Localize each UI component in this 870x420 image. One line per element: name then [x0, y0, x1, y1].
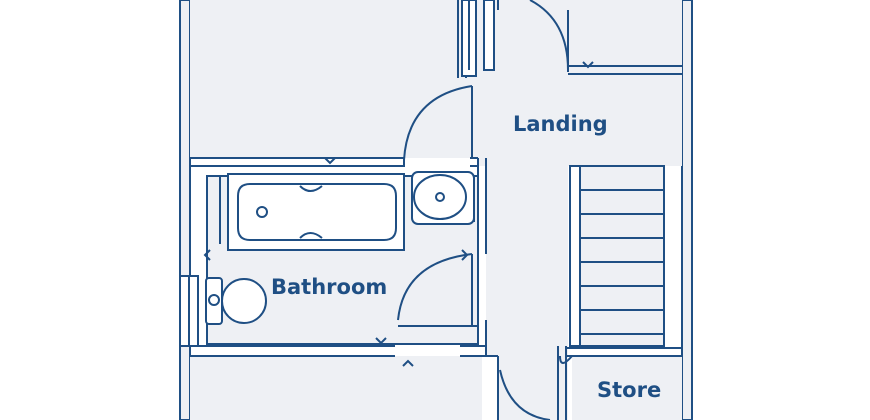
- staircase-icon: [569, 165, 665, 347]
- door-swing-landing: [403, 85, 473, 161]
- door-swings: [397, 0, 573, 420]
- door-swing-bathroom: [397, 253, 473, 321]
- bathtub-icon: [219, 173, 405, 251]
- upper-right-room-floor: [498, 0, 682, 64]
- lower-left-room-floor: [190, 356, 482, 420]
- upper-left-room-floor: [190, 0, 458, 158]
- room-label-bathroom: Bathroom: [271, 275, 388, 299]
- room-label-store: Store: [597, 378, 662, 402]
- store-floor: [572, 356, 682, 420]
- toilet-icon: [205, 277, 267, 325]
- window-icon: [179, 275, 199, 347]
- landing-floor: [478, 64, 682, 166]
- radiator-icon: [461, 0, 495, 77]
- washbasin-icon: [411, 171, 475, 225]
- door-swing-lower: [499, 369, 551, 420]
- room-label-landing: Landing: [513, 112, 608, 136]
